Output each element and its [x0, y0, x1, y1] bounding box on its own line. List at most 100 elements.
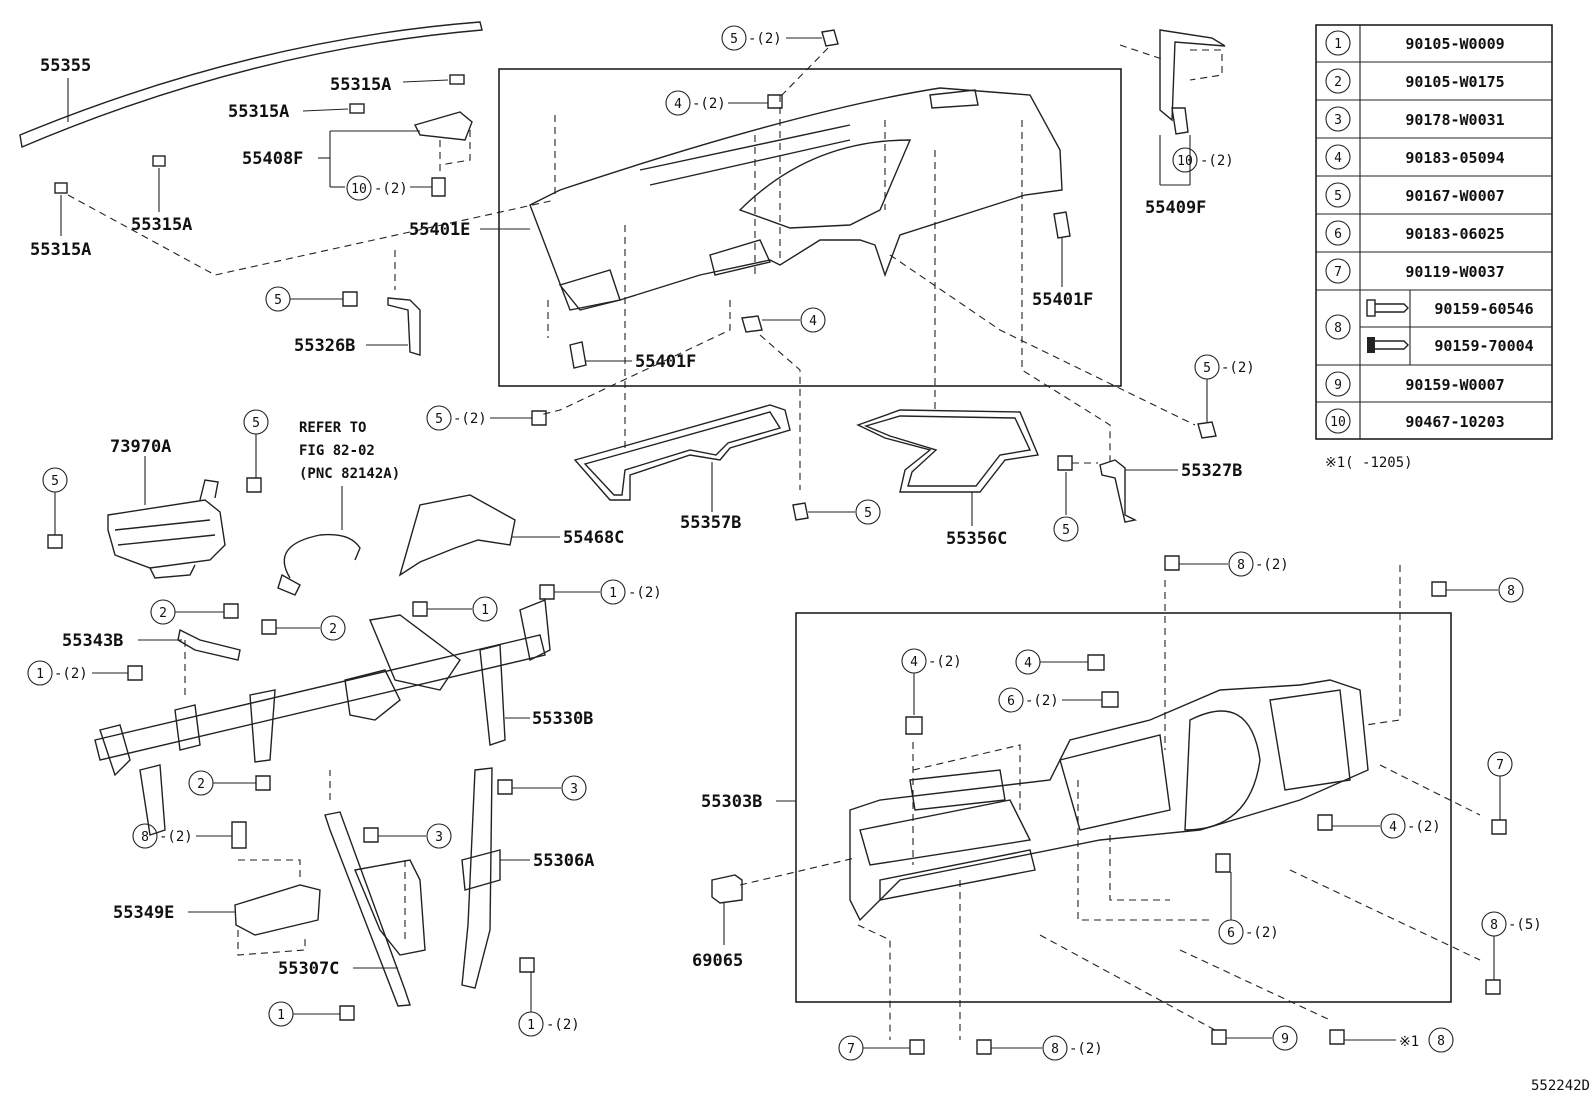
- cover-55408F: [318, 111, 473, 197]
- svg-text:10: 10: [351, 182, 367, 197]
- svg-text:1: 1: [609, 586, 617, 601]
- callout-circle-5-top: 5 -(2): [721, 25, 839, 96]
- label-55343B: 55343B: [62, 631, 123, 651]
- svg-text:10: 10: [1177, 154, 1193, 169]
- svg-text:5: 5: [1062, 523, 1070, 538]
- callout-circle-2-c: 2: [188, 770, 271, 796]
- callout-circle-2-a: 2: [150, 599, 239, 625]
- label-55315A-d: 55315A: [30, 240, 91, 260]
- label-55306A: 55306A: [533, 851, 594, 871]
- svg-text:1: 1: [527, 1018, 535, 1033]
- bracket-55343B: [138, 628, 241, 700]
- label-55326B: 55326B: [294, 336, 355, 356]
- svg-text:5: 5: [435, 412, 443, 427]
- svg-text:8: 8: [1051, 1042, 1059, 1057]
- label-55303B: 55303B: [701, 792, 762, 812]
- dash-pad-frame: [498, 68, 1122, 387]
- label-55315A-b: 55315A: [228, 102, 289, 122]
- svg-text:※1: ※1: [1399, 1034, 1419, 1050]
- svg-text:90159-70004: 90159-70004: [1434, 337, 1533, 355]
- svg-text:4: 4: [674, 97, 682, 112]
- svg-text:5: 5: [730, 32, 738, 47]
- callout-circle-5-326: 5: [265, 286, 291, 312]
- label-55315A-c: 55315A: [131, 215, 192, 235]
- ref-note-line1: REFER TO: [299, 420, 366, 436]
- callout-circle-7-a: 7: [1487, 751, 1513, 835]
- svg-text:6: 6: [1227, 926, 1235, 941]
- svg-text:5: 5: [864, 506, 872, 521]
- figure-code: 552242D: [1531, 1078, 1590, 1094]
- silencer-55356C: [856, 409, 1039, 526]
- svg-text:90167-W0007: 90167-W0007: [1405, 187, 1504, 205]
- svg-text:2: 2: [1334, 75, 1342, 90]
- svg-text:2: 2: [329, 622, 337, 637]
- bracket-55409F: [1119, 29, 1226, 186]
- svg-text:-(2): -(2): [159, 829, 193, 845]
- svg-text:-(2): -(2): [374, 181, 408, 197]
- svg-text:90105-W0175: 90105-W0175: [1405, 73, 1504, 91]
- svg-text:-(2): -(2): [748, 31, 782, 47]
- table-row-6: 6 90183-06025: [1325, 220, 1505, 246]
- bracket-55326B: [290, 250, 421, 356]
- svg-text:7: 7: [1334, 265, 1342, 280]
- ref-note-line2: FIG 82-02: [299, 443, 375, 459]
- label-55327B: 55327B: [1181, 461, 1242, 481]
- bracket-69065: [711, 874, 743, 945]
- svg-text:3: 3: [1334, 113, 1342, 128]
- svg-text:-(2): -(2): [1025, 693, 1059, 709]
- callout-circle-1-b: 1 -(2): [539, 579, 662, 605]
- svg-text:4: 4: [809, 314, 817, 329]
- callout-circle-1-a: 1: [412, 596, 498, 622]
- svg-text:90105-W0009: 90105-W0009: [1405, 35, 1504, 53]
- callout-circle-8-b: 8 -(2): [1164, 551, 1289, 577]
- label-55408F: 55408F: [242, 149, 303, 169]
- brace-55306A: [461, 767, 530, 989]
- svg-text:1: 1: [1334, 37, 1342, 52]
- label-69065: 69065: [692, 951, 743, 971]
- callout-circle-5-327: 5: [1053, 516, 1079, 542]
- svg-text:4: 4: [910, 655, 918, 670]
- dashboard-pad-55401E: [480, 87, 1196, 490]
- label-55355: 55355: [40, 56, 91, 76]
- svg-text:9: 9: [1281, 1032, 1289, 1047]
- label-55330B: 55330B: [532, 709, 593, 729]
- svg-text:8: 8: [1334, 321, 1342, 336]
- molding-55355: [19, 21, 483, 148]
- table-row-9: 9 90159-W0007: [1325, 371, 1505, 397]
- table-row-8: 8 90159-60546 90159-70004: [1325, 299, 1534, 355]
- table-row-1: 1 90105-W0009: [1325, 30, 1505, 56]
- clip-55315A-group: [54, 74, 556, 276]
- bracket-55327B: [1057, 455, 1178, 523]
- svg-text:-(2): -(2): [692, 96, 726, 112]
- svg-text:3: 3: [435, 830, 443, 845]
- label-55401F-b: 55401F: [1032, 290, 1093, 310]
- ref-note-line3: (PNC 82142A): [299, 466, 400, 482]
- callout-circle-4-a: 4 -(2): [901, 648, 962, 735]
- bracket-55349E: [188, 859, 321, 956]
- label-55357B: 55357B: [680, 513, 741, 533]
- brace-55307C: [324, 770, 426, 1007]
- label-55349E: 55349E: [113, 903, 174, 923]
- callout-circle-8-f: ※1 8: [1329, 1027, 1454, 1053]
- callout-circle-8-a: 8 -(2): [132, 821, 247, 849]
- svg-text:10: 10: [1330, 415, 1346, 430]
- bolt-icon-b: [1367, 337, 1409, 353]
- svg-text:-(2): -(2): [1245, 925, 1279, 941]
- svg-text:-(2): -(2): [1255, 557, 1289, 573]
- callout-circle-8-e: 8 -(2): [976, 1035, 1103, 1061]
- callout-circle-5-right: 5 -(2): [1194, 354, 1255, 439]
- svg-text:2: 2: [197, 777, 205, 792]
- label-55356C: 55356C: [946, 529, 1007, 549]
- callout-circle-2-b: 2: [261, 615, 346, 641]
- table-row-7: 7 90119-W0037: [1325, 258, 1505, 284]
- clip-55401F-b: [1053, 211, 1071, 287]
- svg-text:1: 1: [481, 603, 489, 618]
- callout-circle-6-b: 6 -(2): [1215, 853, 1279, 945]
- callout-circle-7-b: 7: [838, 1035, 925, 1061]
- svg-text:-(2): -(2): [1069, 1041, 1103, 1057]
- svg-text:8: 8: [1490, 918, 1498, 933]
- table-row-3: 3 90178-W0031: [1325, 106, 1505, 132]
- svg-text:-(2): -(2): [453, 411, 487, 427]
- label-55468C: 55468C: [563, 528, 624, 548]
